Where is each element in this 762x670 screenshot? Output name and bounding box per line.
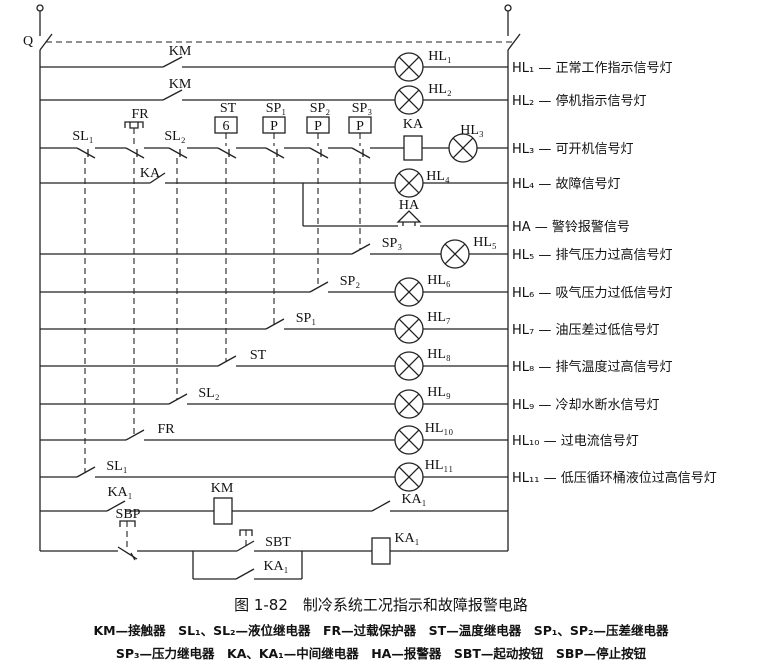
ka-contact-icon (149, 172, 166, 184)
protection-contact-icon (168, 147, 188, 159)
fault-contact-icon (76, 466, 96, 478)
button-label: SBP (116, 507, 141, 522)
contact-label: ST (220, 101, 237, 116)
ka1-contact-icon (106, 500, 126, 512)
row-description-hl9: HL₉ — 冷却水断水信号灯 (512, 398, 660, 413)
contact-label: FR (157, 422, 175, 437)
row-description-hl4: HL₄ — 故障信号灯 (512, 177, 621, 192)
row-description-hl10: HL₁₀ — 过电流信号灯 (512, 434, 639, 449)
contact-label: KA₁ (401, 492, 426, 507)
contact-label: SP₂ (310, 101, 331, 116)
contact-label: SP₃ (382, 236, 403, 251)
lamp-label: HL₅ (473, 235, 497, 250)
row-description-hl1: HL₁ — 正常工作指示信号灯 (512, 61, 673, 76)
sensor-box-label: P (270, 119, 278, 134)
lamp-label: HL₂ (428, 82, 452, 97)
contact-label: KM (169, 44, 192, 59)
contact-label: SL₁ (72, 129, 93, 144)
lamp-label: HL₁ (428, 49, 452, 64)
protection-contact-icon (217, 147, 237, 159)
lamp-cross (452, 137, 474, 159)
lamp-cross (398, 355, 420, 377)
ka-coil-icon (403, 135, 423, 161)
fault-contact-icon (168, 393, 188, 405)
contact-label: SP₁ (266, 101, 286, 116)
contact-label: SP₂ (340, 274, 361, 289)
legend-line-1: KM—接触器 SL₁、SL₂—液位继电器 FR—过载保护器 ST—温度继电器 S… (94, 623, 669, 638)
contact-label: SP₃ (352, 101, 373, 116)
contact-label: KA₁ (263, 559, 288, 574)
fault-contact-icon (309, 281, 329, 293)
lamp-cross (398, 466, 420, 488)
km-coil-icon (213, 497, 233, 525)
row-description-hl6: HL₆ — 吸气压力过低信号灯 (512, 285, 673, 301)
lamp-cross (398, 429, 420, 451)
km-contact-icon (162, 56, 183, 68)
main-switch-right (507, 33, 521, 51)
alarm-label: HA (399, 198, 420, 213)
row-description-hl7: HL₇ — 油压差过低信号灯 (512, 323, 660, 338)
protection-contact-icon (351, 147, 371, 159)
row-description-hl3: HL₃ — 可开机信号灯 (512, 142, 634, 157)
coil-label: KA₁ (394, 531, 419, 546)
protection-contact-icon (76, 147, 96, 159)
lamp-cross (398, 56, 420, 78)
ka1-contact-icon (371, 500, 391, 512)
lamp-label: HL₉ (427, 385, 451, 400)
lamp-label: HL₇ (427, 310, 451, 325)
button-label: SBT (265, 535, 291, 550)
sensor-box-label: 6 (223, 119, 230, 134)
fault-contact-icon (217, 355, 237, 367)
contact-label: ST (250, 348, 267, 363)
row-description-hl5: HL₅ — 排气压力过高信号灯 (512, 247, 673, 263)
thermal-overload-icon (124, 121, 144, 129)
main-switch-label: Q (23, 34, 33, 49)
sensor-box-label: P (314, 119, 322, 134)
lamp-cross (398, 172, 420, 194)
fault-contact-icon (265, 318, 285, 330)
contact-label: KA₁ (107, 485, 132, 500)
row-description-hl11: HL₁₁ — 低压循环桶液位过高信号灯 (512, 470, 717, 486)
terminal-left-icon (36, 4, 44, 12)
contact-tick (130, 552, 136, 561)
terminal-right-icon (504, 4, 512, 12)
protection-contact-icon (125, 147, 145, 159)
lamp-cross (398, 318, 420, 340)
lamp-label: HL₃ (460, 123, 484, 138)
ka1-hold-contact-icon (235, 568, 255, 580)
lamp-label: HL₄ (426, 169, 450, 184)
protection-contact-icon (309, 147, 329, 159)
lamp-label: HL₈ (427, 347, 451, 362)
lamp-cross (398, 393, 420, 415)
coil-label: KA (403, 117, 424, 132)
lamp-cross (398, 89, 420, 111)
row-description-ha: HA — 警铃报警信号 (512, 219, 630, 235)
protection-contact-icon (265, 147, 285, 159)
contact-label: SL₂ (198, 386, 219, 401)
contact-label: FR (131, 107, 149, 122)
lamp-cross (398, 281, 420, 303)
contact-label: KM (169, 77, 192, 92)
lamp-label: HL₆ (427, 273, 451, 288)
contact-label: SL₂ (164, 129, 185, 144)
ka1-coil-icon (371, 537, 391, 565)
legend-line-2: SP₃—压力继电器 KA、KA₁—中间继电器 HA—报警器 SBT—起动按钮 S… (116, 646, 647, 661)
fault-contact-icon (351, 243, 371, 255)
figure-caption: 图 1-82 制冷系统工况指示和故障报警电路 (234, 596, 528, 614)
contact-label: KA (140, 166, 161, 181)
sensor-box-label: P (356, 119, 364, 134)
contact-label: SL₁ (106, 459, 127, 474)
fault-contact-icon (125, 429, 145, 441)
alarm-bell-icon (396, 210, 422, 223)
row-description-hl2: HL₂ — 停机指示信号灯 (512, 93, 647, 109)
row-description-hl8: HL₈ — 排气温度过高信号灯 (512, 359, 673, 375)
lamp-label: HL₁₁ (425, 458, 453, 473)
sbp-stop-button-icon (117, 546, 138, 560)
km-contact-icon (162, 89, 183, 101)
coil-label: KM (211, 481, 234, 496)
contact-label: SP₁ (296, 311, 316, 326)
lamp-label: HL₁₀ (425, 421, 454, 436)
lamp-cross (444, 243, 466, 265)
